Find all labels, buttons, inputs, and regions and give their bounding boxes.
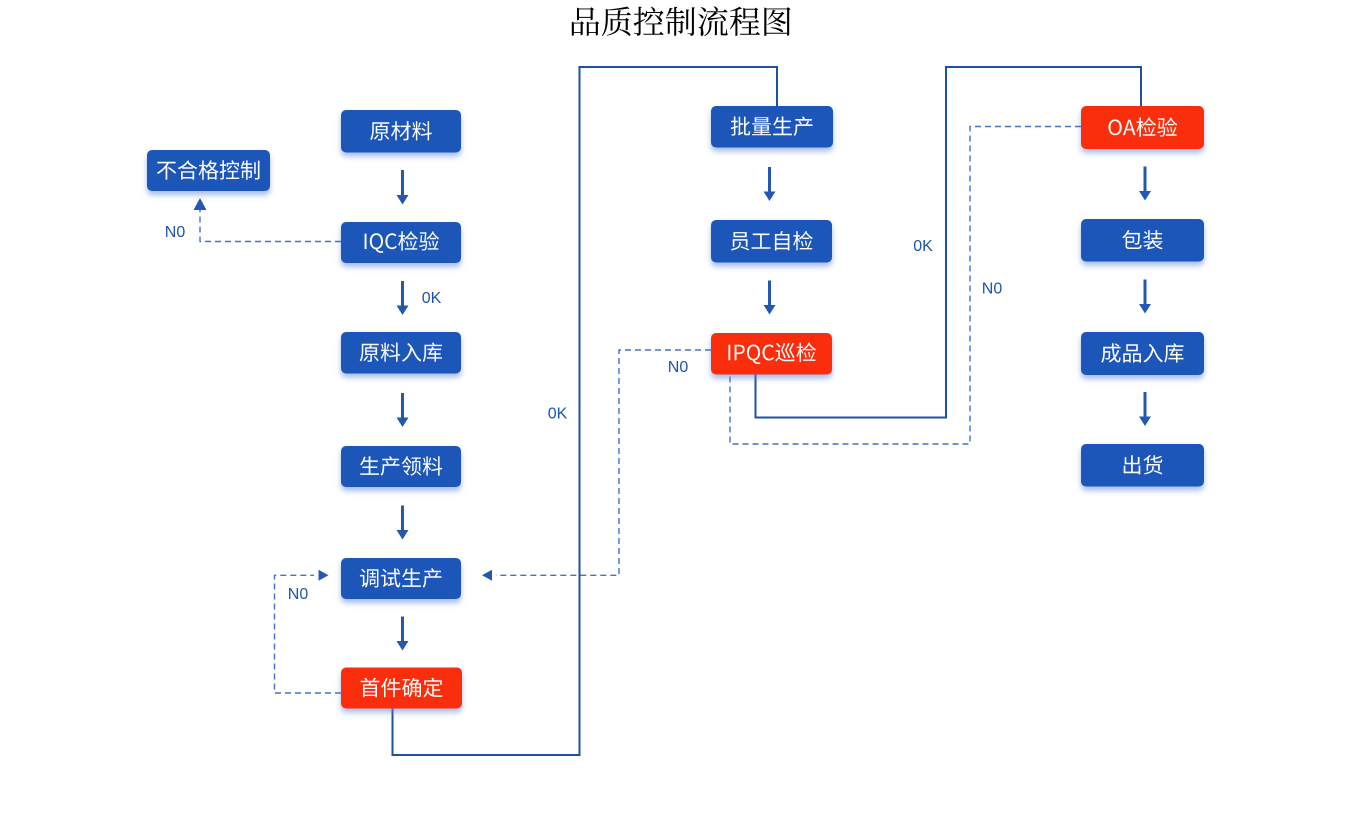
svg-text:N0: N0 bbox=[982, 281, 1003, 298]
svg-text:N0: N0 bbox=[165, 224, 186, 241]
svg-text:N0: N0 bbox=[288, 586, 309, 603]
svg-text:0K: 0K bbox=[548, 406, 568, 423]
svg-text:N0: N0 bbox=[668, 359, 689, 376]
svg-text:0K: 0K bbox=[913, 238, 933, 255]
svg-text:0K: 0K bbox=[422, 290, 442, 307]
